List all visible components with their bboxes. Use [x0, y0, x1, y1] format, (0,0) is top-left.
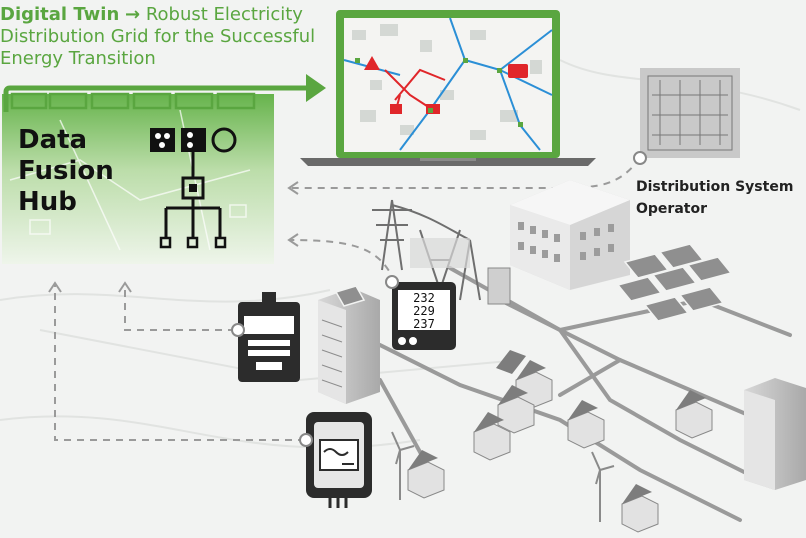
background-map [0, 59, 801, 449]
data-hub-icon [150, 127, 237, 249]
flow-arrow [3, 74, 326, 112]
warning-icon [364, 56, 380, 70]
power-analyzer: 232 229 237 [385, 275, 456, 350]
hub-title-line3: Hub [18, 187, 77, 217]
dso-label-line1: Distribution System [636, 179, 794, 195]
analyzer-reading-2: 229 [413, 304, 435, 318]
headline-line2: Distribution Grid for the Successful [0, 26, 316, 47]
headline-line3: Energy Transition [0, 48, 156, 69]
headline-part2: Robust Electricity [145, 4, 303, 25]
solar-panel [334, 243, 733, 322]
smart-meter [231, 292, 300, 382]
inverter [299, 412, 372, 508]
data-flow-arrows [54, 157, 641, 441]
analyzer-reading-3: 237 [413, 317, 435, 331]
headline-arrow: → [125, 4, 141, 25]
substation [410, 238, 511, 305]
control-panel-photo [633, 68, 740, 165]
laptop-map [300, 10, 596, 166]
headline-digital-twin: Digital Twin [0, 4, 120, 25]
dso-building [510, 180, 630, 290]
dso-label: Distribution System Operator [636, 176, 793, 220]
headline: Digital Twin → Robust Electricity Distri… [0, 4, 340, 70]
wind-turbine [391, 431, 615, 522]
data-flow-arrowheads [48, 181, 299, 293]
office-building-right [744, 378, 806, 490]
hub-title: Data Fusion Hub [18, 125, 114, 218]
hub-title-line1: Data [18, 125, 88, 155]
hub-title-line2: Fusion [18, 156, 114, 186]
dso-label-line2: Operator [636, 201, 707, 217]
house [407, 350, 713, 533]
office-building [318, 288, 380, 404]
analyzer-reading-1: 232 [413, 291, 435, 305]
